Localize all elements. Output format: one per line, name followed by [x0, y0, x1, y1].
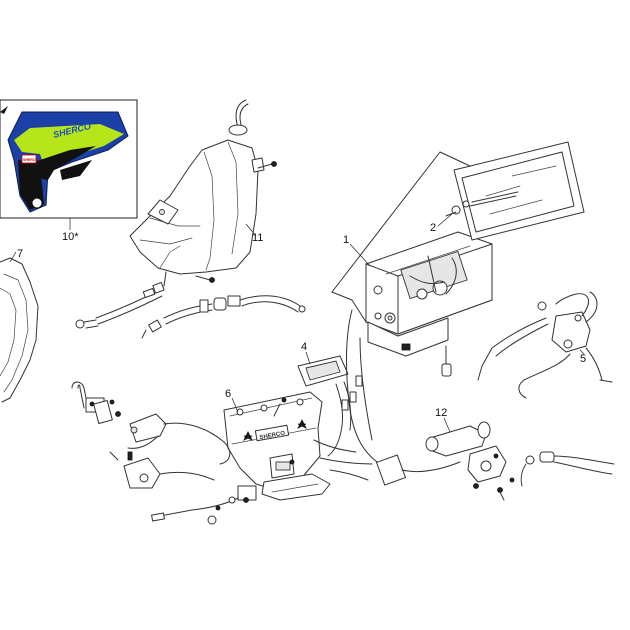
- plate-text: SHERCO: [259, 431, 286, 441]
- callout-11: 11: [252, 232, 263, 244]
- callout-7: 7: [17, 248, 23, 260]
- callout-4: 4: [301, 341, 307, 353]
- wiring-harness: [313, 309, 461, 486]
- switch-cluster-part: 5: [477, 291, 613, 399]
- mounting-plate-part: SHERCO 6: [223, 388, 331, 501]
- instrument-housing-part: 1: [331, 151, 493, 377]
- fuel-tank-part: 11: [129, 99, 277, 287]
- callout-2: 2: [430, 222, 436, 234]
- callout-1: 1: [343, 234, 349, 246]
- callout-12: 12: [435, 407, 447, 419]
- left-switch-assembly: [71, 381, 257, 525]
- decal-graphic: SHERCO SHERCO: [0, 106, 129, 213]
- callout-5: 5: [580, 353, 586, 365]
- fuel-hoses: [75, 282, 306, 339]
- callout-10: 10*: [62, 231, 79, 243]
- decal-tag-text: SHERCO: [23, 158, 38, 162]
- speedometer-part: 4: [297, 341, 363, 457]
- side-panel-part: 7: [0, 248, 39, 403]
- throttle-cable-part: [520, 451, 615, 487]
- lens-part: 2: [430, 141, 585, 241]
- decal-inset: SHERCO SHERCO 10*: [0, 99, 138, 243]
- handlebar-clamp-part: 12: [425, 407, 515, 501]
- callout-6: 6: [225, 388, 231, 400]
